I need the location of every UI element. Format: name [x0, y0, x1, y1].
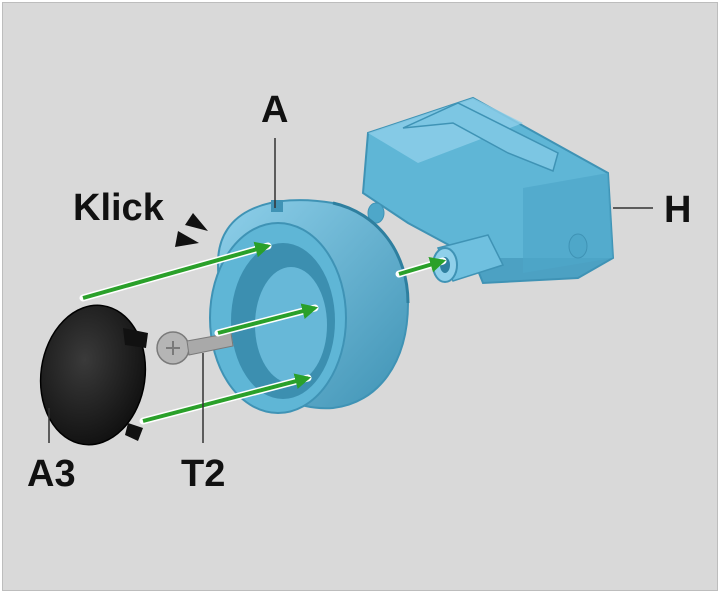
click-indicator-icon: [175, 213, 208, 247]
ring-part-a: [209, 199, 410, 414]
assembly-illustration: [39, 96, 653, 446]
screw-part-t2: [156, 331, 234, 365]
leader-lines: [48, 138, 653, 443]
label-h: H: [664, 189, 692, 231]
label-t2: T2: [181, 453, 226, 495]
label-klick: Klick: [73, 187, 164, 229]
housing-part-h: [361, 96, 615, 285]
cap-part-a3: [39, 304, 148, 446]
label-a3: A3: [27, 453, 76, 495]
label-a: A: [261, 89, 289, 131]
assembly-arrows: [79, 241, 447, 425]
